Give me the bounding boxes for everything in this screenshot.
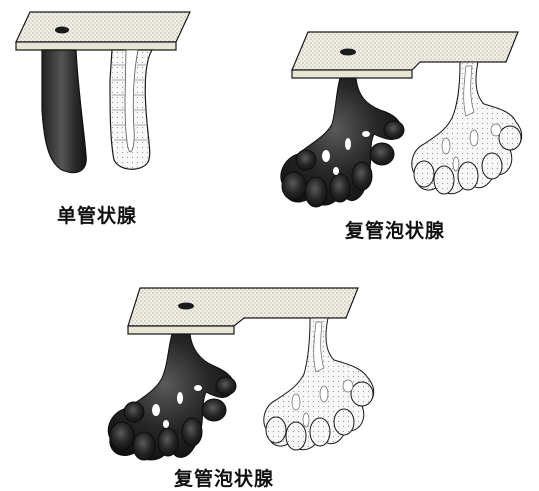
duct-opening [178,303,194,310]
dark-tube [42,50,86,173]
epithelium-sheet-edge [292,70,412,78]
epithelium-sheet-edge [16,42,176,50]
epithelium-sheet-edge [128,326,234,334]
epithelium-sheet-top [16,12,190,42]
caption-simple-tubular-gland: 单管状腺 [57,201,137,228]
duct-opening [55,27,69,34]
compound-tubuloalveolar-gland-top [281,32,522,207]
caption-compound-tubuloalveolar-gland-bottom: 复管泡状腺 [174,464,274,491]
simple-tubular-gland [16,12,190,173]
epithelium-sheet-top [292,32,518,70]
duct-opening [340,49,356,56]
dark-branched-gland [281,78,404,207]
caption-compound-tubuloalveolar-gland-top: 复管泡状腺 [345,216,445,243]
dark-branched-gland [108,334,236,460]
compound-tubuloalveolar-gland-bottom [108,288,373,460]
